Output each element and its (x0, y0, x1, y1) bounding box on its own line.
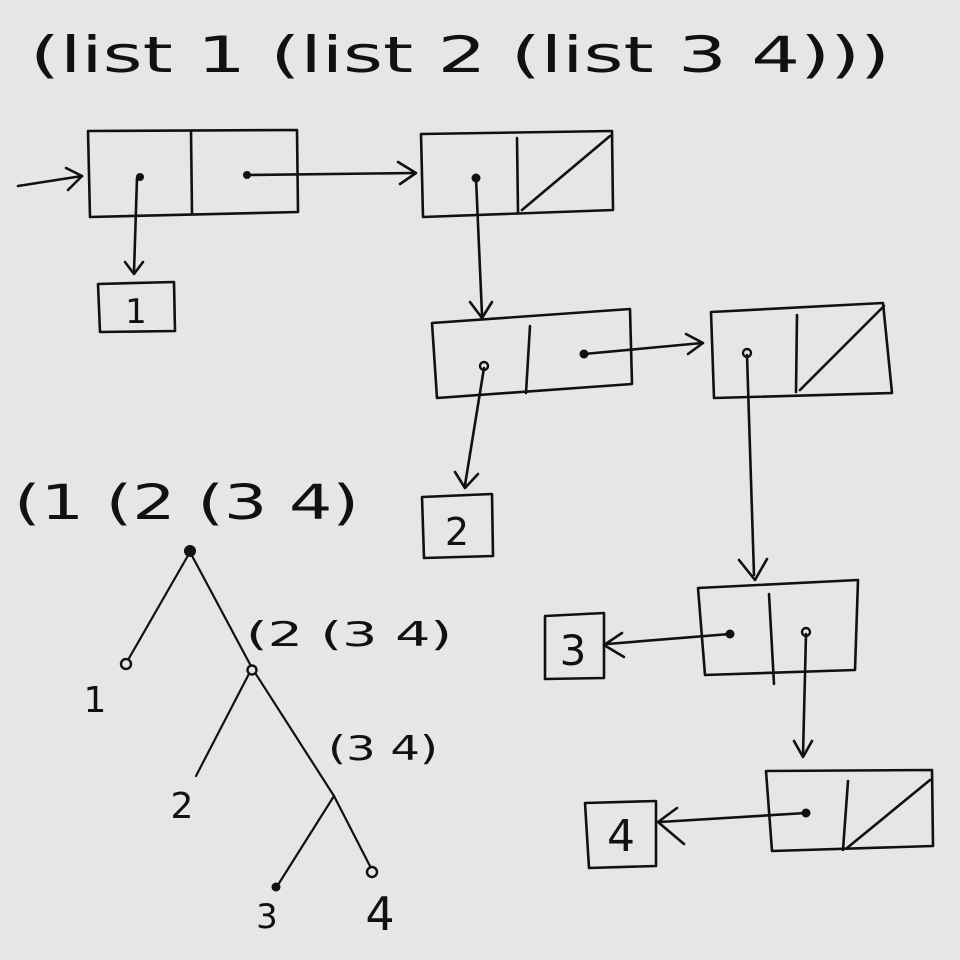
tree-label-sublist-2: (3 4) (328, 729, 438, 769)
printed-form: (1 (2 (3 4) (14, 475, 359, 531)
tree-label-sublist-1: (2 (3 4) (246, 615, 452, 655)
atom-box-2-label: 2 (445, 510, 469, 554)
car-pointer-to-3 (602, 631, 732, 659)
cdr-pointer-to-cell-2 (245, 160, 418, 186)
tree-leaf-2: 2 (171, 786, 194, 827)
tree-diagram: (2 (3 4) (3 4) 1 2 3 4 (84, 545, 452, 941)
entry-pointer-arrow (16, 166, 84, 192)
atom-box-4-label: 4 (607, 811, 635, 862)
cons-cell-2 (419, 129, 615, 219)
atom-box-4: 4 (583, 799, 658, 870)
atom-box-3: 3 (543, 611, 606, 681)
car-pointer-to-1 (123, 176, 145, 276)
atom-box-2: 2 (420, 492, 495, 560)
atom-box-1: 1 (96, 280, 177, 334)
tree-leaf-1: 1 (84, 680, 107, 721)
cdr-pointer-to-cell-6 (792, 632, 814, 759)
car-pointer-to-cell-3 (468, 176, 494, 320)
heading-expression: (list 1 (list 2 (list 3 4))) (30, 26, 890, 84)
tree-leaf-4: 4 (365, 887, 394, 941)
cdr-pointer-to-cell-4 (582, 332, 705, 356)
car-pointer-to-2 (453, 366, 486, 490)
cons-cell-6 (764, 768, 935, 853)
car-pointer-to-cell-5 (737, 353, 769, 582)
atom-box-1-label: 1 (125, 292, 147, 332)
tree-leaf-3: 3 (256, 897, 278, 937)
cons-cell-5 (696, 578, 860, 686)
car-pointer-to-4 (656, 806, 808, 846)
atom-box-3-label: 3 (560, 626, 587, 675)
cons-cell-4 (709, 301, 894, 400)
cons-cell-3 (430, 307, 634, 400)
